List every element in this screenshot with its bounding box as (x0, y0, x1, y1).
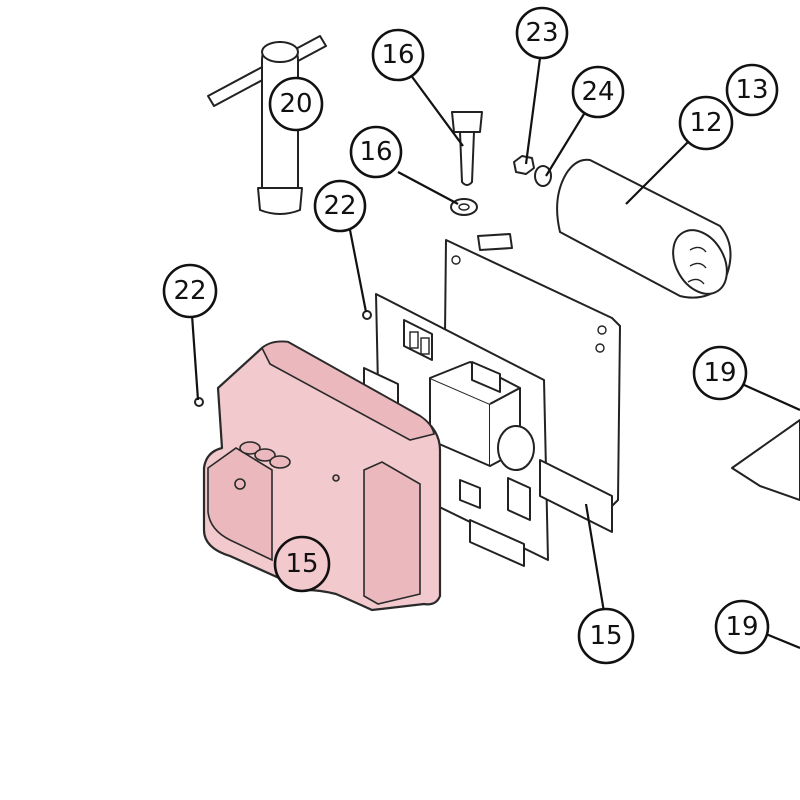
leader-16a (409, 73, 464, 147)
leader-22b (190, 314, 200, 401)
callout-15-cover: 15 (273, 535, 331, 593)
capacitor-part[interactable] (556, 158, 738, 304)
leader-23 (524, 57, 542, 165)
leader-16b (397, 171, 459, 205)
svg-text:23: 23 (525, 18, 558, 48)
svg-text:19: 19 (725, 612, 758, 642)
lock-washer-part[interactable] (534, 165, 552, 187)
callout-16-washer: 16 (349, 125, 403, 179)
callout-22-upper: 22 (313, 179, 367, 233)
svg-text:24: 24 (581, 77, 614, 107)
callout-13: 13 (725, 63, 779, 117)
svg-text:22: 22 (323, 191, 356, 221)
callout-22-left: 22 (162, 263, 218, 319)
label-sheet-part[interactable] (731, 419, 800, 501)
svg-text:16: 16 (359, 137, 392, 167)
callout-24: 24 (571, 65, 625, 119)
screw-part-upper[interactable] (362, 310, 372, 320)
svg-text:12: 12 (689, 108, 722, 138)
leader-19a (741, 382, 800, 412)
bolt-part[interactable] (451, 111, 483, 186)
control-box-cover-part[interactable] (202, 340, 442, 612)
callout-23: 23 (515, 6, 569, 60)
leader-19b (765, 632, 800, 650)
svg-text:22: 22 (173, 276, 206, 306)
leader-22a (348, 229, 368, 313)
callout-15-board: 15 (577, 607, 635, 665)
leader-24 (545, 113, 585, 177)
callout-16-bolt: 16 (371, 28, 425, 82)
leader-12 (625, 139, 691, 205)
callout-12: 12 (678, 95, 734, 151)
callout-20: 20 (268, 76, 324, 132)
svg-text:15: 15 (589, 621, 622, 651)
nut-part[interactable] (513, 155, 535, 175)
leader-15b (584, 503, 606, 613)
svg-text:19: 19 (703, 358, 736, 388)
callout-19-upper: 19 (692, 345, 748, 401)
svg-text:15: 15 (285, 549, 318, 579)
svg-text:20: 20 (279, 89, 312, 119)
svg-text:13: 13 (735, 75, 768, 105)
svg-text:16: 16 (381, 40, 414, 70)
callout-19-lower: 19 (714, 599, 770, 655)
